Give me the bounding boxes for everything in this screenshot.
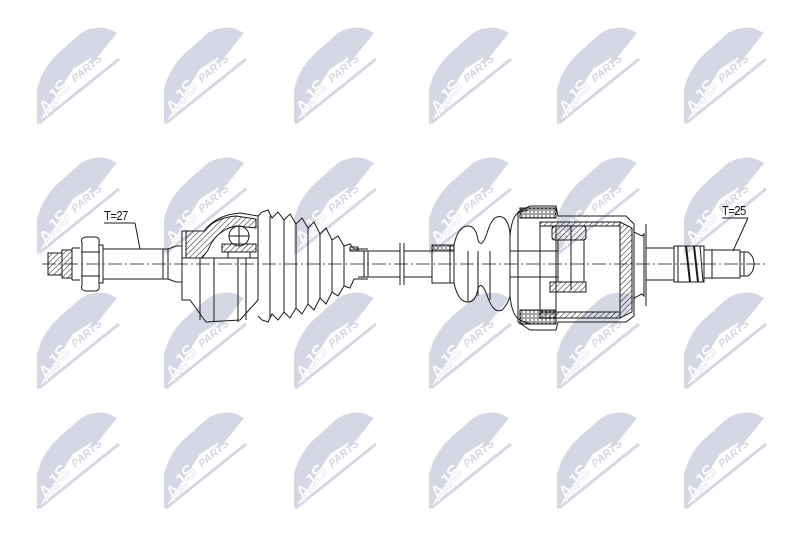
cv-ball-cage: [221, 225, 257, 259]
inner-cv-boot: [431, 209, 531, 325]
outer-cv-joint-housing: [181, 212, 259, 323]
intermediate-shaft: [358, 243, 432, 285]
outer-cv-boot: [257, 209, 368, 323]
right-stub-shaft: [645, 245, 755, 283]
right-spline-count-label: T=25: [722, 203, 746, 218]
dust-seal-flange: [633, 224, 647, 306]
left-threaded-tip: [47, 247, 80, 281]
inner-tripod-joint-housing: [517, 205, 635, 331]
tripod-roller: [549, 225, 587, 293]
left-spline-count-label: T=27: [104, 208, 128, 223]
